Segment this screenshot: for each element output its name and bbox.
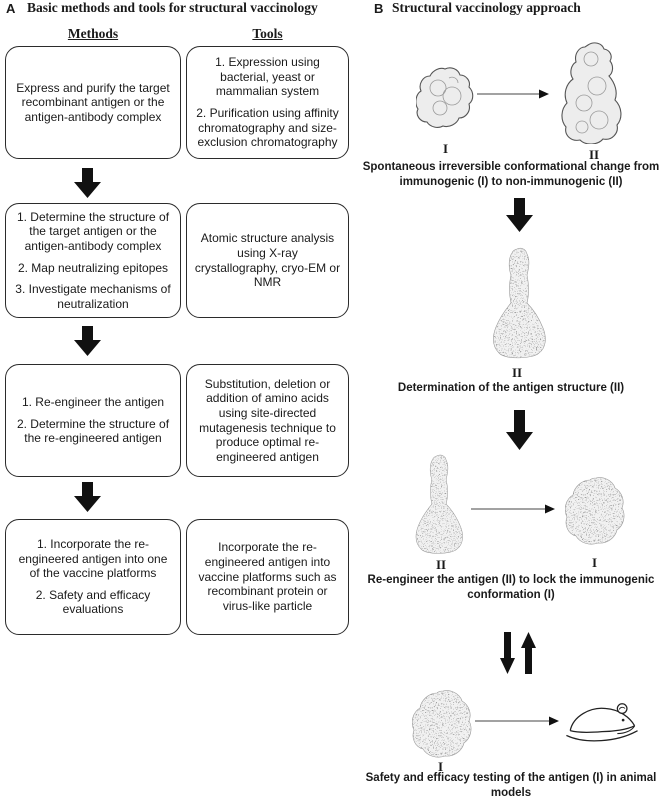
step-3-caption: Re-engineer the antigen (II) to lock the… <box>367 574 655 601</box>
method-item: 2. Determine the structure of the re-eng… <box>16 416 170 446</box>
down-block-arrow-icon <box>74 326 101 356</box>
tools-box-3: Substitution, deletion or addition of am… <box>186 364 349 477</box>
tools-box-4: Incorporate the re-engineered antigen in… <box>186 519 349 635</box>
antigen-i-structure <box>412 690 472 758</box>
methods-box-1: Express and purify the target recombinan… <box>5 46 181 159</box>
tools-box-2: Atomic structure analysis using X-ray cr… <box>186 203 349 318</box>
antigen-ii-structure <box>493 247 546 359</box>
down-block-arrow-icon <box>74 482 101 512</box>
down-block-arrow-icon <box>500 632 515 674</box>
tool-item: Atomic structure analysis using X-ray cr… <box>194 231 341 290</box>
tool-item: Incorporate the re-engineered antigen in… <box>198 540 337 613</box>
panel-a-letter: A <box>6 1 16 16</box>
methods-column-header: Methods <box>67 26 119 41</box>
panel-a-title: Basic methods and tools for structural v… <box>27 0 318 15</box>
non-immunogenic-antigen-ii-structure <box>561 42 622 144</box>
method-item: 1. Re-engineer the antigen <box>21 395 165 410</box>
method-item: 1. Determine the structure of the target… <box>16 209 170 253</box>
thin-right-arrow-icon <box>475 716 559 726</box>
structure-label: I <box>592 555 598 570</box>
down-block-arrow-icon <box>506 198 533 232</box>
methods-box-2: 1. Determine the structure of the target… <box>5 203 181 318</box>
step-4-caption: Safety and efficacy testing of the antig… <box>365 772 657 799</box>
structure-label: II <box>589 147 600 162</box>
tool-item: 2. Purification using affinity chromatog… <box>196 106 339 150</box>
method-item: 2. Safety and efficacy evaluations <box>35 587 151 617</box>
thin-right-arrow-icon <box>477 89 549 99</box>
tool-item: 1. Expression using bacterial, yeast or … <box>215 55 320 99</box>
methods-box-4: 1. Incorporate the re-engineered antigen… <box>5 519 181 635</box>
panel-b-title: Structural vaccinology approach <box>392 0 581 15</box>
step-1-caption: Spontaneous irreversible conformational … <box>362 161 660 188</box>
tool-item: Substitution, deletion or addition of am… <box>199 376 336 464</box>
antigen-ii-structure <box>415 454 463 554</box>
step-2-caption: Determination of the antigen structure (… <box>397 382 625 394</box>
panel-b-letter: B <box>374 1 384 16</box>
tools-box-1: 1. Expression using bacterial, yeast or … <box>186 46 349 159</box>
immunogenic-antigen-i-structure <box>416 67 474 128</box>
method-item: 3. Investigate mechanisms of neutralizat… <box>15 282 171 311</box>
structure-label: I <box>438 759 444 774</box>
down-block-arrow-icon <box>506 410 533 450</box>
up-block-arrow-icon <box>521 632 536 674</box>
method-item: Express and purify the target recombinan… <box>16 80 170 124</box>
methods-box-3: 1. Re-engineer the antigen 2. Determine … <box>5 364 181 477</box>
structure-label: I <box>443 141 449 156</box>
thin-right-arrow-icon <box>471 504 555 514</box>
mouse-icon <box>566 703 638 742</box>
method-item: 2. Map neutralizing epitopes <box>17 260 169 275</box>
structure-label: II <box>512 365 523 380</box>
down-block-arrow-icon <box>74 168 101 198</box>
locked-immunogenic-antigen-i-structure <box>565 477 625 545</box>
structure-label: II <box>436 557 447 572</box>
tools-column-header: Tools <box>252 26 283 41</box>
method-item: 1. Incorporate the re-engineered antigen… <box>18 536 168 581</box>
